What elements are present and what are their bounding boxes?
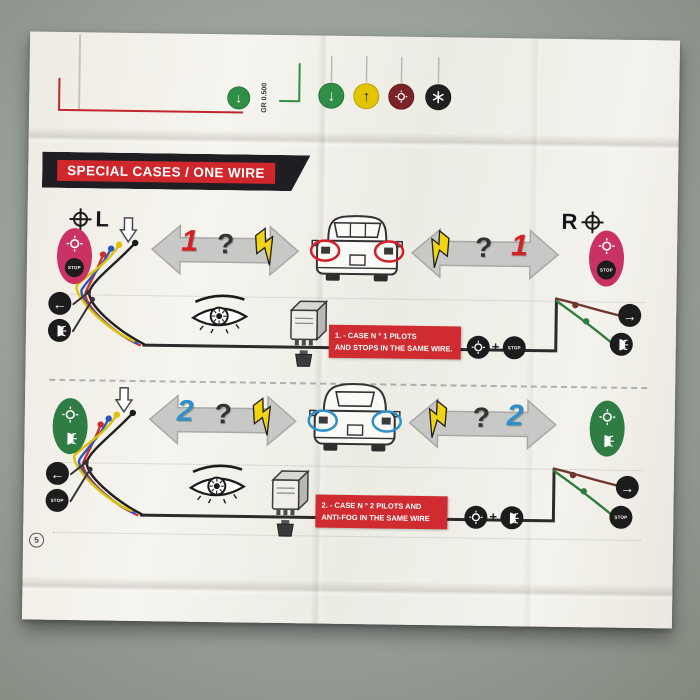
case-number: 2 (506, 399, 524, 433)
connector-icon (425, 84, 452, 111)
car-rear-illustration (307, 379, 402, 471)
lightning-icon (428, 399, 448, 438)
position-light-icon (62, 406, 79, 423)
fog-light-icon (67, 432, 77, 445)
lightning-icon (254, 227, 274, 266)
double-arrow-shape (150, 223, 300, 277)
question-mark: ? (214, 398, 233, 430)
wiring-lines (69, 409, 620, 523)
eye-icon (191, 290, 249, 344)
case-number: 1 (510, 229, 529, 263)
paper-fold (22, 576, 673, 602)
right-lamp-badge (589, 400, 626, 457)
down-pointer-icon (114, 387, 134, 413)
position-light-icon (66, 235, 83, 252)
question-mark: ? (474, 231, 493, 263)
right-side-label: R (561, 208, 578, 235)
fog-light-icon (500, 506, 524, 530)
position-light-icon (466, 335, 490, 359)
position-marker-icon (69, 208, 92, 231)
plus-sign: + (489, 508, 498, 525)
top-strip-lines (58, 34, 440, 114)
double-arrow-left: 2 ? (148, 391, 297, 449)
note-line-2: AND STOPS IN THE SAME WIRE. (334, 342, 453, 354)
left-side-marker: L (69, 206, 110, 232)
relay-box-illustration (267, 466, 312, 546)
relay-box-illustration (285, 296, 330, 376)
fog-light-icon (47, 318, 72, 343)
double-arrow-right: ? 1 (410, 225, 560, 283)
position-light-icon (598, 237, 615, 254)
left-side-label: L (95, 206, 110, 232)
down-arrow-glyph: ↓ (327, 87, 336, 105)
top-strip: ↓ GR 0.500 ↓ ↑ (28, 31, 680, 160)
rear-light-icon (388, 83, 415, 110)
wiring-lines (71, 239, 622, 353)
right-lamp-badge: STOP (588, 230, 625, 287)
eye-icon (188, 460, 246, 514)
instruction-sheet: ↓ GR 0.500 ↓ ↑ (21, 31, 681, 629)
double-arrow-left: 1 ? (150, 221, 300, 279)
position-marker-icon (581, 211, 604, 234)
lightning-icon (252, 397, 272, 436)
down-pointer-icon (119, 217, 138, 244)
down-arrow-glyph: ↓ (235, 90, 243, 106)
case2-diagram: 2 ? (23, 361, 675, 548)
fog-light-icon (609, 332, 633, 356)
position-light-icon (599, 409, 616, 426)
stop-icon: STOP (64, 258, 84, 278)
question-mark: ? (472, 401, 491, 433)
left-lamp-badge (52, 397, 89, 455)
question-mark: ? (216, 228, 235, 260)
plus-sign: + (491, 338, 500, 355)
position-light-icon (464, 505, 488, 529)
section-banner: SPECIAL CASES / ONE WIRE (42, 152, 310, 192)
case-number: 1 (180, 224, 199, 258)
right-side-marker: R (561, 208, 604, 235)
car-rear-illustration (309, 209, 405, 301)
double-arrow-shape (148, 393, 297, 447)
double-arrow-right: ? 2 (408, 395, 557, 453)
case1-diagram: L R STOP (25, 191, 677, 378)
case-note: 1. - CASE N ° 1 PILOTS AND STOPS IN THE … (328, 324, 462, 360)
section-title: SPECIAL CASES / ONE WIRE (57, 159, 275, 183)
lightning-icon (431, 229, 450, 268)
stop-icon: STOP (596, 260, 616, 281)
note-line-2: ANTI-FOG IN THE SAME WIRE (321, 512, 430, 523)
fog-light-icon (604, 435, 614, 447)
up-arrow-glyph: ↑ (362, 87, 371, 105)
case-note: 2. - CASE N ° 2 PILOTS AND ANTI-FOG IN T… (315, 494, 448, 530)
case-number: 2 (176, 394, 194, 428)
gr-weight-label: GR 0.500 (260, 82, 268, 113)
left-lamp-badge: STOP (56, 227, 93, 285)
